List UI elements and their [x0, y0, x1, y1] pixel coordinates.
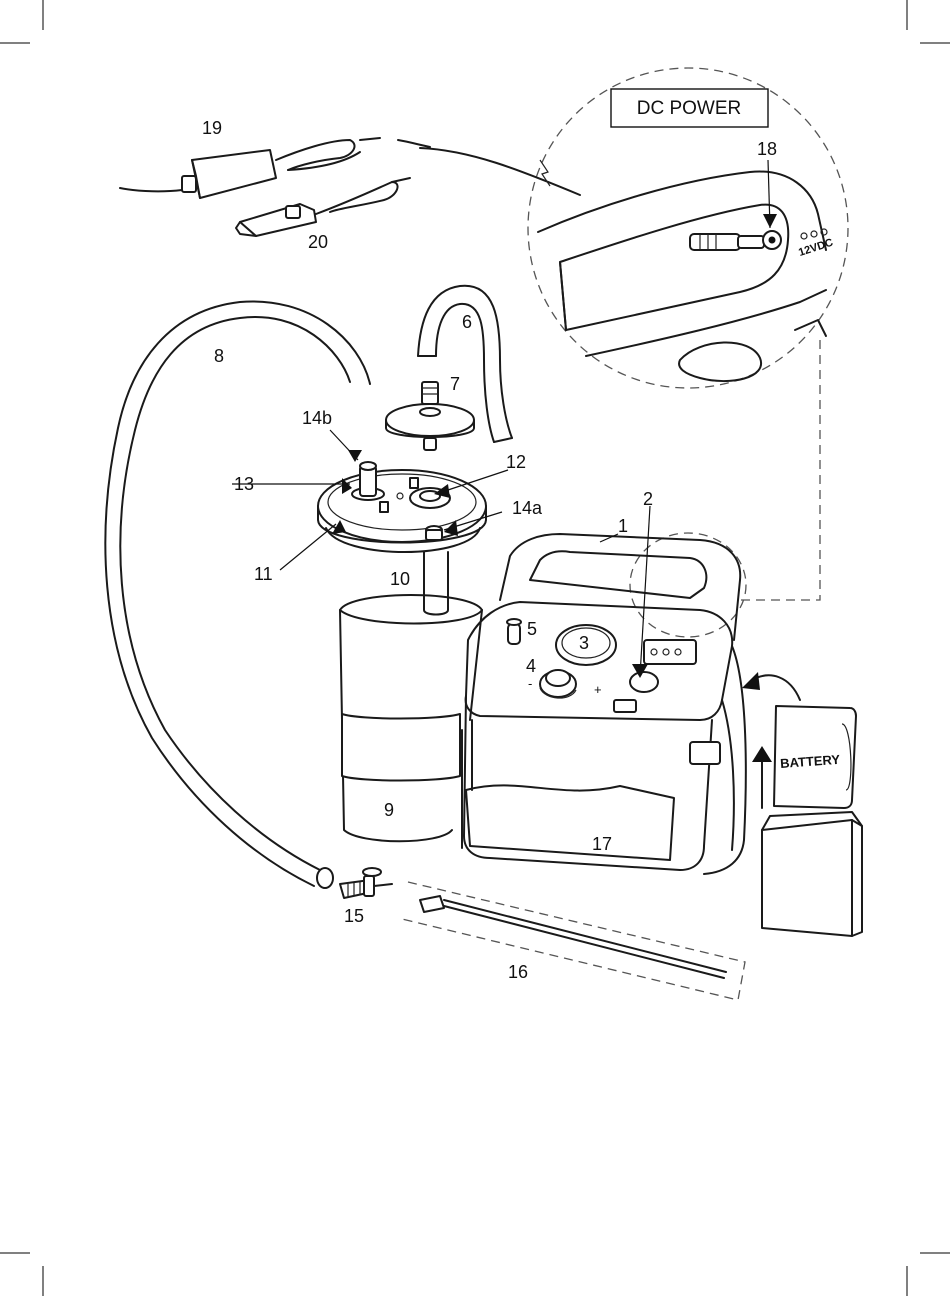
callout-16: 16 [508, 962, 528, 982]
callout-8: 8 [214, 346, 224, 366]
power-adapter [120, 138, 430, 198]
callout-15: 15 [344, 906, 364, 926]
callout-14b: 14b [302, 408, 332, 428]
main-unit-1 [462, 534, 746, 874]
arrow-heads [332, 214, 777, 678]
vacuum-plus-label: + [594, 682, 602, 697]
callout-12: 12 [506, 452, 526, 472]
led-panel [644, 640, 696, 664]
callout-14a: 14a [512, 498, 543, 518]
callout-7: 7 [450, 374, 460, 394]
callout-13: 13 [234, 474, 254, 494]
vacuum-minus-label: - [528, 676, 532, 691]
callout-19: 19 [202, 118, 222, 138]
callout-11: 11 [254, 564, 273, 584]
callout-18: 18 [757, 139, 777, 159]
callout-4: 4 [526, 656, 536, 676]
port-voltage-label: 12VDC [797, 237, 834, 259]
battery: BATTERY [742, 672, 856, 808]
callout-6: 6 [462, 312, 472, 332]
canister-lid-11 [318, 462, 486, 552]
connector-15 [340, 868, 392, 898]
callout-9: 9 [384, 800, 394, 820]
suction-tube-8 [105, 301, 370, 888]
relief-valve [508, 624, 520, 644]
float-tube-10 [424, 552, 448, 615]
callout-5: 5 [527, 619, 537, 639]
filter-7 [386, 382, 474, 450]
callout-1: 1 [618, 516, 628, 536]
car-adapter-plug [236, 178, 410, 236]
callout-3: 3 [579, 633, 589, 653]
callout-20: 20 [308, 232, 328, 252]
callout-17: 17 [592, 834, 612, 854]
dc-power-title: DC POWER [637, 98, 742, 119]
dc-power-box: DC POWER [611, 89, 768, 127]
battery-box [762, 812, 862, 936]
catheter-16 [398, 882, 745, 1000]
canister-9 [340, 595, 482, 841]
callout-2: 2 [643, 489, 653, 509]
power-button [630, 672, 658, 692]
callout-10: 10 [390, 569, 410, 589]
